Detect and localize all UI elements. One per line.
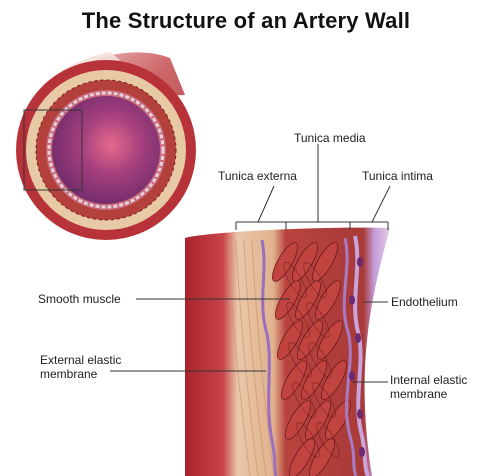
label-endothelium: Endothelium xyxy=(391,295,458,309)
label-internal-elastic-line1: Internal elastic xyxy=(390,373,467,387)
label-external-elastic-line1: External elastic xyxy=(40,353,121,367)
label-smooth-muscle: Smooth muscle xyxy=(38,292,121,306)
label-external-elastic-line2: membrane xyxy=(40,367,97,381)
label-tunica-media: Tunica media xyxy=(294,131,366,145)
artery-cross-section xyxy=(16,60,196,240)
label-tunica-externa: Tunica externa xyxy=(218,169,297,183)
label-internal-elastic-line2: membrane xyxy=(390,387,447,401)
wall-section xyxy=(185,225,395,476)
label-tunica-intima: Tunica intima xyxy=(362,169,433,183)
